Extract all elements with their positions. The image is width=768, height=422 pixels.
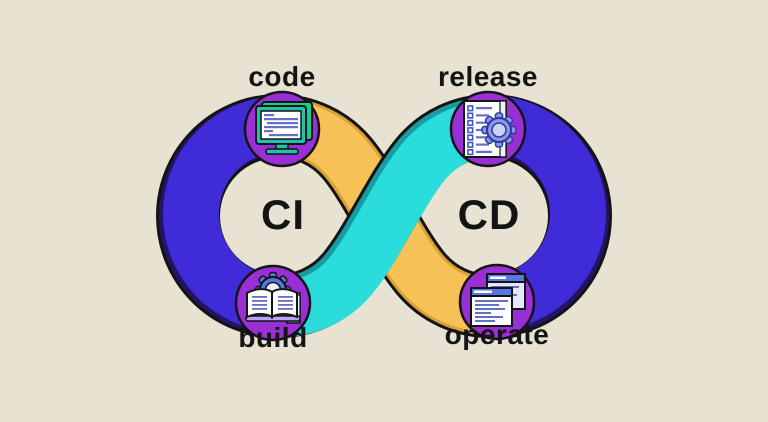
stage-label-build: build bbox=[238, 322, 307, 353]
stage-label-code: code bbox=[248, 61, 315, 92]
code-stage-icon bbox=[243, 90, 321, 168]
book-text-lines bbox=[252, 296, 293, 310]
book-left-page bbox=[246, 288, 273, 319]
code-text-lines bbox=[264, 114, 298, 137]
release-checklist-gear-icon bbox=[463, 100, 517, 158]
front-window bbox=[470, 287, 513, 327]
operate-stage-icon bbox=[458, 263, 536, 341]
build-stage-icon bbox=[234, 264, 312, 342]
gear-icon bbox=[481, 112, 517, 148]
stage-label-release: release bbox=[438, 61, 538, 92]
build-book-gear-icon bbox=[245, 271, 301, 324]
release-stage-icon bbox=[449, 90, 527, 168]
operate-windows-icon bbox=[470, 273, 526, 327]
stage-label-operate: operate bbox=[445, 319, 550, 350]
ci-label: CI bbox=[261, 191, 305, 238]
code-monitor-icon bbox=[255, 101, 313, 155]
book-right-page bbox=[271, 288, 298, 319]
cd-label: CD bbox=[458, 191, 521, 238]
